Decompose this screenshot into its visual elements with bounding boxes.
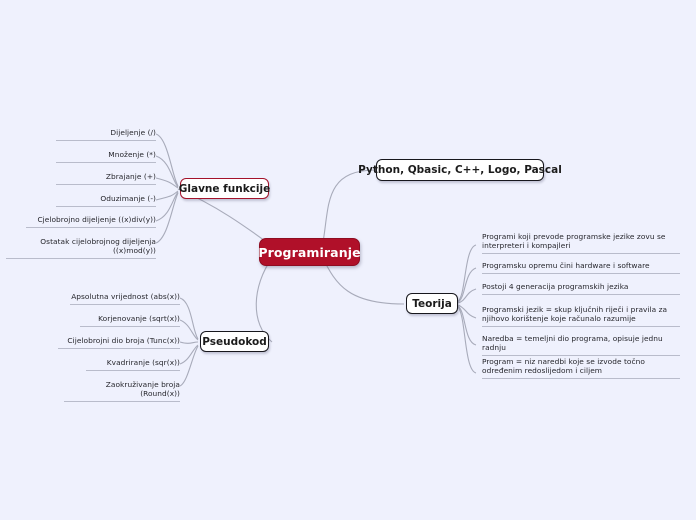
leaf-item[interactable]: Zaokruživanje broja (Round(x))	[64, 380, 180, 403]
leaf-item[interactable]: Kvadriranje (sqr(x))	[86, 358, 180, 372]
leaf-item[interactable]: Množenje (*)	[56, 150, 156, 164]
branch-node-label: Glavne funkcije	[178, 182, 271, 195]
leaf-item[interactable]: Zbrajanje (+)	[56, 172, 156, 186]
branch-node-glavne-funkcije[interactable]: Glavne funkcije	[178, 178, 271, 199]
leaf-label: Ostatak cijelobrojnog dijeljenja ((x)mod…	[40, 237, 156, 256]
connector-ps-4	[179, 344, 199, 365]
leaf-label: Postoji 4 generacija programskih jezika	[482, 282, 629, 291]
leaf-item[interactable]: Dijeljenje (/)	[56, 128, 156, 142]
leaf-label: Programski jezik = skup ključnih riječi …	[482, 305, 668, 324]
connector-ps-5	[179, 345, 199, 387]
branch-node-teorija[interactable]: Teorija	[406, 293, 458, 314]
connector-te-2	[457, 267, 477, 303]
leaf-label: Programi koji prevode programske jezike …	[482, 232, 666, 251]
connector-root-pseudokod	[255, 257, 273, 343]
connector-te-4	[457, 304, 477, 319]
leaf-label: Program = niz naredbi koje se izvode toč…	[482, 357, 645, 376]
connector-gf-5	[155, 191, 179, 222]
leaf-label: Zbrajanje (+)	[105, 172, 156, 181]
leaf-item[interactable]: Oduzimanje (-)	[56, 194, 156, 208]
leaf-label: Kvadriranje (sqr(x))	[106, 358, 180, 367]
root-node-programiranje[interactable]: Programiranje	[258, 238, 361, 266]
connector-gf-1	[155, 133, 179, 187]
branch-node-label: Teorija	[412, 297, 452, 310]
connector-gf-2	[155, 155, 179, 188]
leaf-item[interactable]: Programi koji prevode programske jezike …	[482, 232, 680, 255]
connector-ps-3	[179, 341, 199, 344]
root-node-label: Programiranje	[258, 244, 361, 260]
leaf-item[interactable]: Naredba = temeljni dio programa, opisuje…	[482, 334, 680, 357]
leaf-item[interactable]: Cijelobrojni dio broja (Tunc(x))	[58, 336, 180, 350]
leaf-item[interactable]: Ostatak cijelobrojnog dijeljenja ((x)mod…	[6, 237, 156, 260]
branch-node-jezici[interactable]: Python, Qbasic, C++, Logo, Pascal	[358, 159, 562, 181]
branch-node-label: Pseudokod	[202, 335, 267, 348]
leaf-item[interactable]: Apsolutna vrijednost (abs(x))	[70, 292, 180, 306]
leaf-item[interactable]: Korjenovanje (sqrt(x))	[80, 314, 180, 328]
leaf-label: Cjelobrojno dijeljenje ((x)div(y))	[37, 215, 156, 224]
leaf-item[interactable]: Program = niz naredbi koje se izvode toč…	[482, 357, 680, 380]
leaf-label: Programsku opremu čini hardware i softwa…	[482, 261, 650, 270]
leaf-item[interactable]: Cjelobrojno dijeljenje ((x)div(y))	[26, 215, 156, 229]
leaf-label: Cijelobrojni dio broja (Tunc(x))	[67, 336, 180, 345]
leaf-label: Korjenovanje (sqrt(x))	[98, 314, 180, 323]
branch-node-label: Python, Qbasic, C++, Logo, Pascal	[358, 164, 562, 176]
leaf-label: Dijeljenje (/)	[110, 128, 156, 137]
leaf-label: Oduzimanje (-)	[100, 194, 156, 203]
connector-ps-2	[179, 319, 199, 341]
leaf-item[interactable]: Postoji 4 generacija programskih jezika	[482, 282, 680, 296]
connector-te-5	[457, 305, 477, 346]
connector-gf-4	[155, 190, 179, 201]
leaf-label: Množenje (*)	[108, 150, 156, 159]
connector-ps-1	[179, 297, 199, 340]
leaf-item[interactable]: Programsku opremu čini hardware i softwa…	[482, 261, 680, 275]
leaf-label: Naredba = temeljni dio programa, opisuje…	[482, 334, 663, 353]
branch-node-pseudokod[interactable]: Pseudokod	[200, 331, 269, 352]
connector-gf-3	[155, 177, 179, 189]
connector-te-1	[457, 244, 477, 302]
leaf-item[interactable]: Programski jezik = skup ključnih riječi …	[482, 305, 680, 328]
connector-te-3	[457, 288, 477, 304]
connector-root-jezici	[321, 169, 377, 249]
leaf-label: Apsolutna vrijednost (abs(x))	[71, 292, 180, 301]
connector-te-6	[457, 306, 477, 374]
leaf-label: Zaokruživanje broja (Round(x))	[105, 380, 180, 399]
connector-gf-6	[155, 192, 179, 244]
